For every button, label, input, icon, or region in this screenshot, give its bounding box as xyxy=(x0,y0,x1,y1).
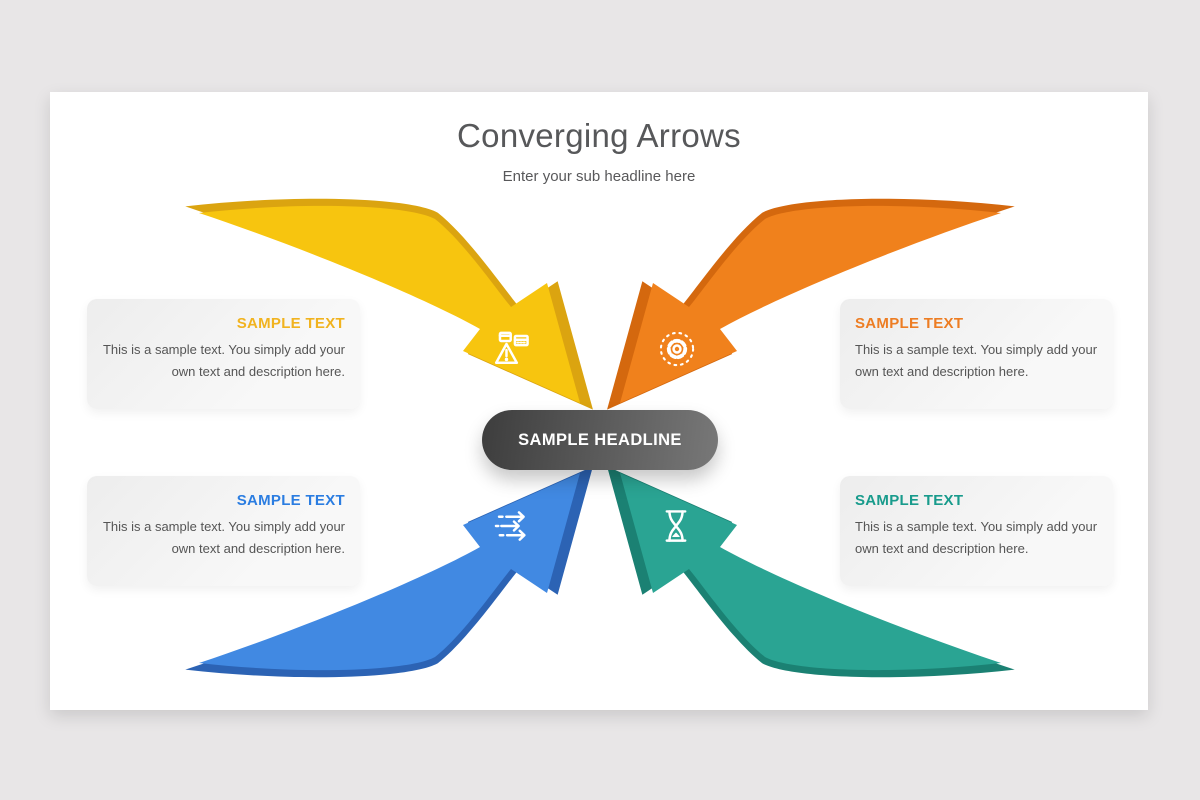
page-subtitle: Enter your sub headline here xyxy=(502,167,696,185)
process-gear-icon xyxy=(659,331,695,367)
speed-arrows-icon xyxy=(494,511,526,541)
sample-text-body: This is a sample text. You simply add yo… xyxy=(102,519,345,557)
sample-text-heading: SAMPLE TEXT xyxy=(855,492,964,509)
slide-header: Converging Arrows Enter your sub headlin… xyxy=(50,116,1148,185)
center-headline-pill: SAMPLE HEADLINE xyxy=(482,410,718,470)
sample-text-heading: SAMPLE TEXT xyxy=(236,492,345,509)
sample-text-heading: SAMPLE TEXT xyxy=(855,315,964,332)
text-card-bottom-left: SAMPLE TEXT This is a sample text. You s… xyxy=(87,476,360,586)
text-card-top-right: SAMPLE TEXT This is a sample text. You s… xyxy=(840,299,1113,409)
slide-canvas: Converging Arrows Enter your sub headlin… xyxy=(50,92,1148,710)
sample-text-body: This is a sample text. You simply add yo… xyxy=(855,342,1098,380)
hourglass-icon xyxy=(665,510,687,542)
sample-text-body: This is a sample text. You simply add yo… xyxy=(102,342,345,380)
text-card-bottom-right: SAMPLE TEXT This is a sample text. You s… xyxy=(840,476,1113,586)
sample-text-heading: SAMPLE TEXT xyxy=(236,315,345,332)
sample-text-body: This is a sample text. You simply add yo… xyxy=(855,519,1098,557)
packages-alert-icon xyxy=(494,331,529,365)
page-title: Converging Arrows xyxy=(457,117,741,154)
text-card-top-left: SAMPLE TEXT This is a sample text. You s… xyxy=(87,299,360,409)
center-headline-label: SAMPLE HEADLINE xyxy=(518,430,682,449)
